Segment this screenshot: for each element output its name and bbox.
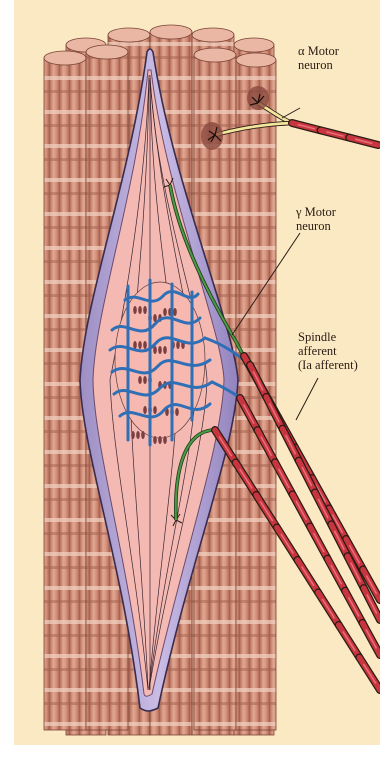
muscle-fiber — [236, 53, 276, 730]
nucleus — [158, 346, 162, 354]
nucleus — [143, 306, 147, 314]
nucleus — [153, 436, 157, 444]
spindle-afferent-label: Spindle afferent (Ia afferent) — [298, 330, 358, 372]
nucleus — [163, 436, 167, 444]
gamma-motor-neuron-label: γ Motor neuron — [296, 205, 336, 233]
nucleus — [136, 431, 140, 439]
nucleus — [133, 341, 137, 349]
nucleus — [133, 306, 137, 314]
nucleus — [141, 431, 145, 439]
nucleus — [163, 308, 167, 316]
nucleus — [158, 436, 162, 444]
muscle-fiber — [44, 51, 86, 730]
nucleus — [163, 346, 167, 354]
nucleus — [173, 308, 177, 316]
nucleus — [131, 431, 135, 439]
nucleus — [138, 341, 142, 349]
nucleus — [143, 376, 147, 384]
nucleus — [175, 408, 179, 416]
nucleus — [138, 306, 142, 314]
nucleus — [143, 341, 147, 349]
alpha-endplate-upper — [247, 86, 269, 110]
alpha-endplate-lower — [201, 122, 223, 150]
nucleus — [138, 376, 142, 384]
nucleus — [153, 406, 157, 414]
alpha-motor-neuron-label: α Motor neuron — [298, 44, 339, 72]
nucleus — [143, 406, 147, 414]
